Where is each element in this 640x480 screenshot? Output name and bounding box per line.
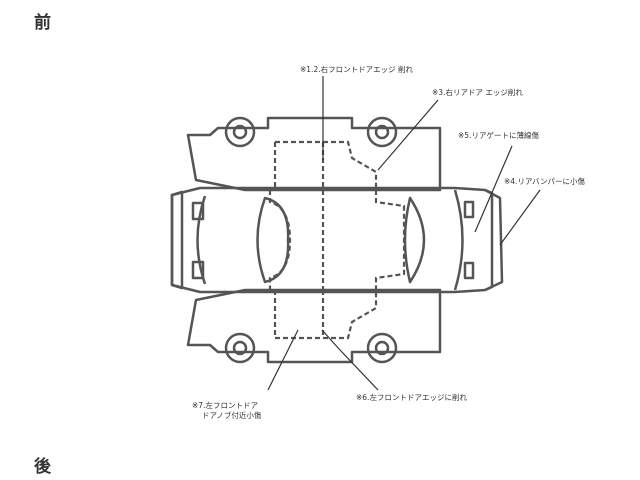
annotation-1-2: ※1.2.右フロントドアエッジ 削れ (300, 64, 413, 74)
leader-lines (267, 76, 541, 391)
right-rear-wheel (366, 116, 398, 148)
left-rear-wheel (366, 332, 398, 364)
front-bumper (170, 190, 184, 290)
car-outline (170, 116, 504, 364)
door-outlines (268, 140, 406, 340)
annotation-7-line1: ※7.左フロントドア (192, 400, 258, 410)
annotation-3: ※3.右リアドア エッジ削れ (432, 87, 523, 97)
annotation-6: ※6.左フロントドアエッジに削れ (356, 392, 467, 402)
top-view-body (170, 186, 504, 294)
front-label: 前 (34, 13, 51, 33)
right-front-wheel (224, 116, 256, 148)
rear-window (403, 196, 426, 284)
annotation-5: ※5.リアゲートに薄線傷 (458, 130, 539, 140)
rear-label: 後 (34, 457, 51, 477)
annotation-4: ※4.リアバンパーに小傷 (504, 176, 586, 186)
left-front-wheel (224, 332, 256, 364)
windshield (256, 196, 290, 284)
rear-bumper (484, 188, 494, 292)
annotation-7-line2: ドアノブ付近小傷 (202, 410, 262, 420)
